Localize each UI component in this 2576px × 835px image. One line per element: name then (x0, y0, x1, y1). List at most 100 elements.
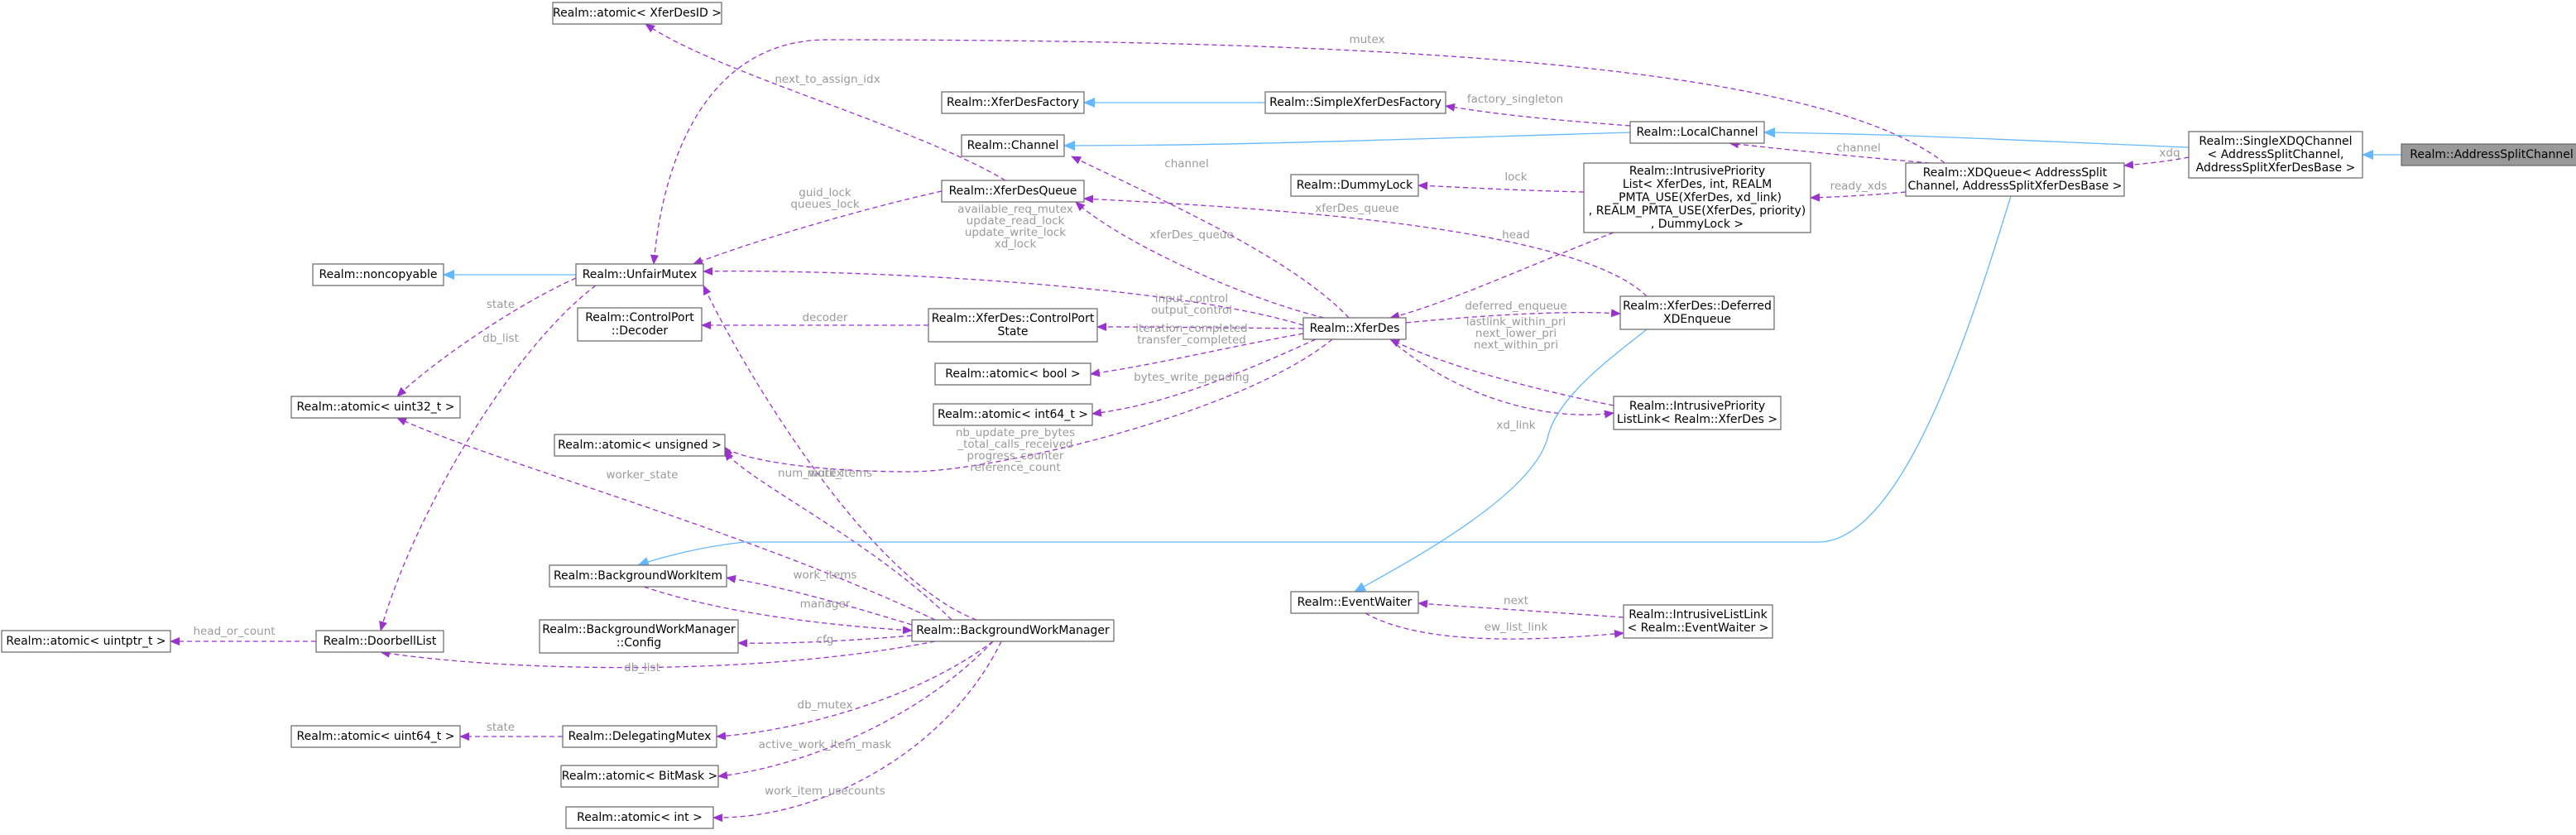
edge-cfg: cfg (737, 633, 913, 648)
class-node-label: Realm::atomic< int64_t > (938, 408, 1088, 421)
class-node-label: Realm::XferDes (1310, 322, 1400, 335)
edge-label: xdq (2159, 146, 2180, 160)
dependency-arrow (380, 641, 936, 669)
class-node-eventwaiter[interactable]: Realm::EventWaiter (1290, 591, 1419, 614)
edge-xd-link: xd_link (1389, 338, 1614, 432)
class-node-label: Realm::atomic< BitMask > (562, 770, 718, 783)
class-node-atomic-uintptr[interactable]: Realm::atomic< uintptr_t > (1, 630, 171, 653)
edge-label: mutex (1349, 33, 1384, 46)
dependency-arrow (1405, 309, 1621, 324)
edge-label: worker_state (607, 468, 679, 482)
edge-lock: lock (1418, 170, 1585, 193)
edge-label: nb_update_pre_bytes_total_calls_received… (956, 426, 1075, 474)
class-node-bwm-config[interactable]: Realm::BackgroundWorkManager::Config (539, 619, 739, 654)
dependency-arrow (1389, 338, 1614, 419)
edge-manager: manager (643, 586, 913, 635)
class-node-intrusivelistlink[interactable]: Realm::IntrusiveListLink< Realm::EventWa… (1623, 604, 1773, 639)
edge-label: mutex (807, 467, 842, 480)
class-node-dummylock[interactable]: Realm::DummyLock (1290, 174, 1419, 197)
edges-layer: mutexxdqnext_to_assign_idxfactory_single… (170, 23, 2402, 823)
edge-state-dm: state (459, 721, 563, 741)
dependency-arrow (1418, 181, 1585, 193)
edge-db-list-bwm: db_list (380, 641, 936, 674)
class-node-atomic-int64[interactable]: Realm::atomic< int64_t > (933, 403, 1093, 426)
edge-decoder: decoder (701, 311, 928, 329)
edge-label: next_to_assign_idx (775, 73, 880, 86)
dependency-arrow (1389, 338, 1614, 406)
class-node-atomic-unsigned[interactable]: Realm::atomic< unsigned > (554, 434, 726, 457)
edge-ew-list-link: ew_list_link (1365, 612, 1624, 640)
edge-label: deferred_enqueue (1465, 300, 1566, 313)
dependency-arrow (712, 641, 1002, 823)
edge-bytes-write-pending: bytes_write_pending (1091, 338, 1317, 417)
edge-num-work-items: num_work_items (724, 450, 952, 621)
edge-label: manager (800, 597, 851, 611)
edge-label: head (1502, 228, 1530, 242)
class-node-atomic-uint32[interactable]: Realm::atomic< uint32_t > (290, 396, 461, 419)
class-node-noncopyable[interactable]: Realm::noncopyable (312, 263, 444, 286)
dependency-arrow (703, 266, 1304, 326)
class-node-label: Realm::atomic< XferDesID > (553, 7, 722, 20)
class-node-singlexdqchannel[interactable]: Realm::SingleXDQChannel< AddressSplitCha… (2188, 131, 2363, 179)
dependency-arrow (1445, 103, 1631, 127)
class-node-atomic-bitmask[interactable]: Realm::atomic< BitMask > (560, 765, 719, 788)
class-node-simplexferdesfactory[interactable]: Realm::SimpleXferDesFactory (1264, 91, 1446, 114)
class-node-addresssplitchannel[interactable]: Realm::AddressSplitChannel (2401, 143, 2576, 166)
class-node-label: Realm::atomic< uintptr_t > (6, 635, 165, 648)
edge-label: channel (1836, 142, 1880, 155)
class-node-atomic-bool[interactable]: Realm::atomic< bool > (934, 362, 1091, 386)
edge-label: decoder (803, 311, 848, 324)
class-node-backgroundworkmanager[interactable]: Realm::BackgroundWorkManager (911, 619, 1115, 642)
dependency-arrow (1365, 612, 1624, 640)
dependency-arrow (1083, 194, 1648, 297)
dependency-arrow (645, 23, 1006, 181)
class-node-label: Realm::AddressSplitChannel (2410, 148, 2574, 161)
class-node-atomic-uint64[interactable]: Realm::atomic< uint64_t > (290, 725, 461, 748)
edge-state-uf: state (396, 277, 577, 397)
dependency-arrow (737, 635, 913, 648)
class-node-channel[interactable]: Realm::Channel (961, 134, 1065, 157)
class-node-controlport-decoder[interactable]: Realm::ControlPort::Decoder (577, 307, 703, 342)
dependency-arrow (1389, 232, 1614, 320)
class-node-unfairmutex[interactable]: Realm::UnfairMutex (575, 263, 704, 286)
class-node-label: Realm::atomic< uint32_t > (297, 401, 455, 414)
class-node-atomic-int[interactable]: Realm::atomic< int > (565, 806, 714, 829)
edge-label: channel (1164, 157, 1208, 170)
edge-xferdes-queue-a: xferDes_queue (1075, 201, 1325, 319)
class-node-label: Realm::BackgroundWorkManager::Config (542, 623, 736, 650)
edge-next: next (1418, 594, 1624, 618)
edge-xd-counters: nb_update_pre_bytes_total_calls_received… (724, 338, 1333, 474)
class-node-label: Realm::SimpleXferDesFactory (1269, 96, 1442, 109)
dependency-arrow (650, 39, 1945, 265)
class-node-xferdes[interactable]: Realm::XferDes (1302, 317, 1407, 340)
dependency-arrow (396, 417, 936, 621)
class-node-doorbelllist[interactable]: Realm::DoorbellList (315, 630, 444, 653)
edge-inh-deferred-waiter (1354, 329, 1648, 593)
edge-inh-local-channel (1063, 132, 1631, 151)
edge-label: head_or_count (193, 625, 275, 638)
class-node-label: Realm::LocalChannel (1636, 126, 1758, 139)
class-node-localchannel[interactable]: Realm::LocalChannel (1629, 121, 1765, 144)
class-node-xferdesqueue[interactable]: Realm::XferDesQueue (941, 180, 1085, 203)
class-node-atomic-xferdesid[interactable]: Realm::atomic< XferDesID > (552, 2, 722, 25)
dependency-arrow (724, 338, 1333, 473)
dependency-arrow (726, 574, 913, 626)
class-node-backgroundworkitem[interactable]: Realm::BackgroundWorkItem (549, 564, 727, 588)
class-node-label: Realm::noncopyable (319, 268, 438, 281)
class-node-label: Realm::atomic< unsigned > (558, 439, 722, 452)
edge-label: xferDes_queue (1149, 228, 1233, 242)
inheritance-arrow (1063, 132, 1631, 151)
edge-channel-local: channel (1729, 140, 1931, 164)
class-node-delegatingmutex[interactable]: Realm::DelegatingMutex (562, 725, 717, 748)
edge-label: db_mutex (798, 698, 853, 712)
class-node-xferdesfactory[interactable]: Realm::XferDesFactory (941, 91, 1085, 114)
